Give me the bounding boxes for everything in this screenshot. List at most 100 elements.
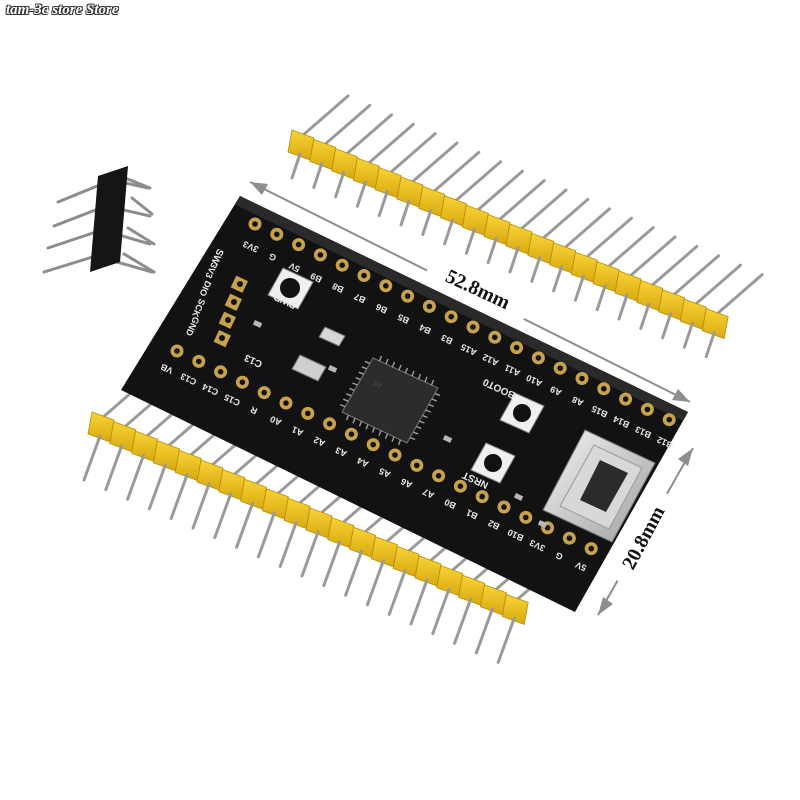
header-pin-short: [191, 482, 211, 530]
header-pin-short: [704, 331, 716, 359]
usb-c-port: [542, 429, 656, 543]
pin-hole: [404, 293, 411, 299]
pin-hole: [470, 324, 476, 330]
header-pin-short: [256, 511, 276, 559]
header-pin: [671, 254, 721, 298]
header-pin-short: [290, 152, 302, 180]
pin-hole: [196, 358, 202, 365]
header-pin: [387, 132, 437, 176]
header-pin-short: [169, 472, 189, 520]
pin-label: G: [554, 550, 565, 562]
button-nrst[interactable]: [470, 442, 516, 484]
pin-hole: [435, 473, 442, 479]
header-pin-short: [508, 246, 520, 274]
pin-label: A7: [421, 487, 436, 501]
header-pin-short: [312, 161, 324, 189]
button-boot0[interactable]: [499, 392, 545, 434]
header-pin: [518, 188, 568, 232]
pin-label: B9: [309, 271, 324, 285]
pin-label: B6: [374, 302, 389, 316]
store-watermark: tam-3c store Store: [6, 2, 119, 18]
header-pin-short: [421, 208, 433, 236]
pin-hole: [274, 231, 280, 238]
header-pin-short: [322, 540, 342, 588]
pin-hole: [361, 272, 367, 279]
pin-label: A3: [334, 445, 349, 459]
chip-logo: ST: [371, 380, 383, 390]
header-pin-short: [496, 616, 516, 664]
header-pin: [165, 419, 199, 449]
pin-hole: [305, 410, 311, 417]
header-pin-short: [334, 171, 346, 199]
bottom-pin-header: [82, 390, 548, 664]
pin-hole: [544, 525, 551, 531]
header-pin-short: [443, 218, 455, 246]
header-pin: [496, 179, 546, 223]
pin-label: B4: [418, 322, 433, 336]
header-pin-short: [355, 180, 367, 208]
pin-hole: [588, 545, 594, 552]
pin-label: R: [248, 404, 259, 416]
pin-hole: [295, 241, 302, 248]
pin-hole: [557, 365, 563, 372]
header-pin: [627, 235, 677, 279]
top-pin-header: [287, 94, 764, 359]
pin-label: 5V: [574, 559, 588, 573]
header-pin-short: [474, 607, 494, 655]
pin-hole: [383, 283, 389, 289]
microcontroller-chip: ST: [339, 355, 441, 446]
header-pin: [122, 400, 156, 430]
header-pin: [300, 94, 350, 138]
pin-label: A5: [377, 466, 392, 480]
pin-hole: [492, 334, 498, 341]
header-pin-short: [682, 321, 694, 349]
header-pin: [344, 113, 394, 157]
header-pin: [583, 216, 633, 260]
header-pin: [431, 150, 481, 194]
pin-hole: [579, 375, 585, 382]
pin-label: G: [267, 251, 278, 263]
header-pin: [409, 141, 459, 185]
header-pin-short: [639, 302, 651, 330]
pin-label: B1: [465, 507, 480, 521]
header-pin-short: [617, 293, 629, 321]
header-pin-short: [387, 568, 407, 616]
pin-hole: [339, 262, 346, 269]
pin-hole: [261, 389, 268, 396]
header-pin-short: [431, 588, 451, 636]
crystal: [291, 354, 327, 382]
header-pin: [649, 244, 699, 288]
header-pin-short: [530, 255, 542, 283]
header-pin-short: [409, 578, 429, 626]
right-angle-header: [42, 166, 156, 274]
pin-label: A4: [356, 455, 371, 469]
header-pin: [322, 103, 372, 147]
header-pin-short: [399, 199, 411, 227]
pin-label: VB: [159, 361, 175, 376]
pin-hole: [566, 535, 573, 541]
header-block: [701, 308, 729, 340]
pcb-board: 3V3G5VB9B8B7B6B5B4B3A15A12A11A10A9A8B15B…: [121, 196, 688, 612]
pin-label: B2: [486, 518, 501, 532]
header-pin-short: [213, 492, 233, 540]
pin-hole: [523, 514, 529, 521]
pin-hole: [479, 493, 486, 500]
pin-hole: [666, 416, 672, 423]
pin-label: B8: [331, 281, 346, 295]
header-pin-short: [344, 549, 364, 597]
pin-hole: [601, 386, 607, 392]
header-pin: [714, 273, 764, 317]
pin-hole: [317, 252, 324, 258]
pin-hole: [501, 504, 507, 510]
header-pin-short: [126, 453, 146, 501]
header-pin: [365, 122, 415, 166]
header-pin: [144, 409, 178, 439]
pin-hole: [348, 431, 355, 438]
header-pin: [540, 197, 590, 241]
header-pin: [100, 390, 134, 420]
pin-label: A8: [570, 394, 585, 408]
button-pwr[interactable]: [267, 267, 314, 310]
header-pin-short: [552, 265, 564, 293]
pin-hole: [239, 379, 246, 386]
